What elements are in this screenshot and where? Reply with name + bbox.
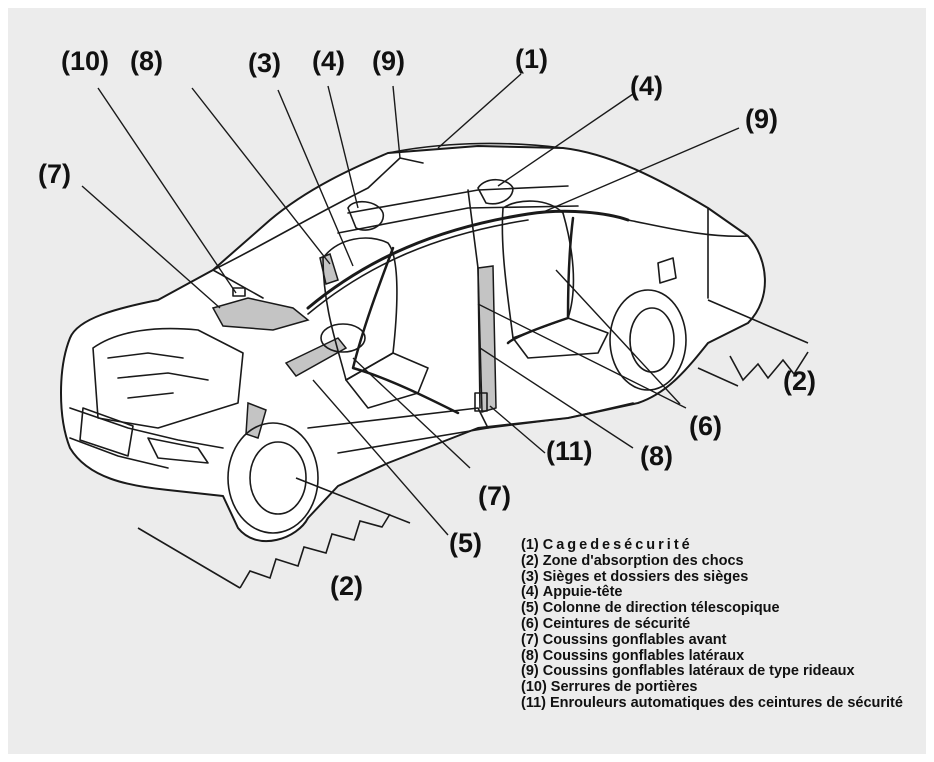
- legend-item: (9)Coussins gonflables latéraux de type …: [521, 664, 921, 680]
- legend-text: Serrures de portières: [550, 679, 698, 696]
- roof-rail: [387, 142, 564, 154]
- legend-item: (7)Coussins gonflables avant: [521, 631, 921, 649]
- roof-crossbar-1: [347, 185, 569, 214]
- front-headrest: [347, 200, 384, 231]
- callout-10: (10): [61, 46, 110, 76]
- leader-8b: [479, 347, 634, 449]
- leader-6: [477, 269, 687, 409]
- door-sill-front: [307, 407, 489, 454]
- callout-7-left: (7): [38, 159, 71, 189]
- callout-1: (1): [515, 44, 548, 74]
- leader-9a: [392, 85, 401, 159]
- leader-7b: [352, 357, 471, 469]
- callout-6: (6): [689, 411, 722, 441]
- rear-seat: [501, 200, 575, 339]
- legend-number: (4): [521, 584, 539, 601]
- door-edge: [477, 267, 481, 409]
- legend-number: (1): [521, 537, 539, 553]
- legend-text: Coussins gonflables avant: [542, 631, 727, 648]
- callout-9-right: (9): [745, 104, 778, 134]
- callout-9-top: (9): [372, 46, 405, 76]
- roof-crossbar-2: [337, 205, 579, 234]
- legend-text: Zone d'absorption des chocs: [542, 552, 744, 569]
- front-wheel: [227, 422, 319, 534]
- legend-number: (6): [521, 615, 539, 632]
- legend-item: (10)Serrures de portières: [521, 679, 921, 696]
- legend-text: Enrouleurs automatiques des ceintures de…: [550, 694, 903, 711]
- windshield-frame: [212, 157, 424, 299]
- car-illustration: [60, 73, 809, 589]
- leader-9b: [540, 127, 740, 214]
- leader-3: [277, 89, 354, 267]
- legend-item: (2)Zone d'absorption des chocs: [521, 552, 921, 570]
- rear-wheel: [609, 289, 687, 391]
- rear-headrest: [477, 178, 514, 205]
- trunk: [627, 207, 749, 299]
- seatbelt-retractor: [474, 392, 488, 412]
- legend-text: Coussins gonflables latéraux: [542, 647, 745, 664]
- legend-text: Appuie-tête: [542, 584, 623, 601]
- grille: [79, 407, 134, 457]
- front-seat: [322, 237, 398, 381]
- legend-item: (3)Sièges et dossiers des sièges: [521, 568, 921, 586]
- leader-4b: [497, 93, 634, 187]
- legend-item: (4)Appuie-tête: [521, 585, 921, 601]
- front-cushion: [345, 352, 429, 409]
- legend-item: (5)Colonne de direction télescopique: [521, 600, 921, 617]
- legend: (1)Cagedesécurité (2)Zone d'absorption d…: [521, 537, 921, 712]
- rear-lamp: [657, 257, 677, 284]
- callout-2-right: (2): [783, 366, 816, 396]
- callout-8-bottom: (8): [640, 441, 673, 471]
- door-sill-rear: [487, 402, 634, 429]
- callout-3: (3): [248, 48, 281, 78]
- callout-4-top: (4): [312, 46, 345, 76]
- front-crumple-zone: [137, 477, 411, 589]
- legend-number: (10): [521, 679, 547, 696]
- legend-number: (5): [521, 600, 539, 617]
- legend-text: Colonne de direction télescopique: [542, 600, 780, 617]
- steering-wheel: [320, 323, 366, 353]
- legend-item: (1)Cagedesécurité: [521, 537, 921, 554]
- leader-8a: [191, 87, 331, 265]
- legend-number: (9): [521, 663, 539, 680]
- legend-item: (6)Ceintures de sécurité: [521, 615, 921, 633]
- diagram-panel: (10) (8) (3) (4) (9) (1) (4) (9) (7) (2)…: [8, 8, 926, 754]
- b-pillar: [467, 189, 479, 269]
- legend-number: (2): [521, 552, 539, 569]
- legend-number: (11): [521, 694, 546, 711]
- rear-crumple-zone: [697, 299, 809, 387]
- dash-airbag-shade: [211, 297, 310, 331]
- leader-10: [97, 87, 237, 294]
- legend-number: (3): [521, 568, 539, 585]
- leader-11: [489, 405, 546, 454]
- legend-text: Sièges et dossiers des sièges: [542, 568, 749, 585]
- leader-7a: [81, 185, 221, 309]
- legend-item: (11)Enrouleurs automatiques des ceinture…: [521, 694, 921, 712]
- headlight: [147, 437, 209, 464]
- callout-8-top: (8): [130, 46, 163, 76]
- callout-4-right: (4): [630, 71, 663, 101]
- legend-number: (8): [521, 647, 539, 664]
- callout-7-bottom: (7): [478, 481, 511, 511]
- rear-seatbelt: [506, 216, 575, 345]
- callout-2-bottom: (2): [330, 571, 363, 601]
- front-seatbelt: [351, 246, 460, 415]
- legend-number: (7): [521, 631, 539, 648]
- leader-1: [437, 73, 522, 149]
- leader-4a: [327, 85, 359, 209]
- front-bumper: [69, 407, 224, 469]
- car-body-outline: [60, 145, 766, 543]
- callout-5: (5): [449, 528, 482, 558]
- engine-bay: [92, 327, 244, 429]
- legend-text: Coussins gonflables latéraux de type rid…: [542, 663, 855, 680]
- door-lock: [232, 287, 246, 297]
- callout-11: (11): [546, 436, 593, 466]
- steering-column-shade: [284, 337, 348, 377]
- legend-item: (8)Coussins gonflables latéraux: [521, 647, 921, 665]
- rear-pillar-shade: [477, 265, 497, 413]
- legend-text: Ceintures de sécurité: [542, 615, 691, 632]
- legend-text: Cagedesécurité: [542, 537, 693, 553]
- leader-5: [312, 379, 449, 536]
